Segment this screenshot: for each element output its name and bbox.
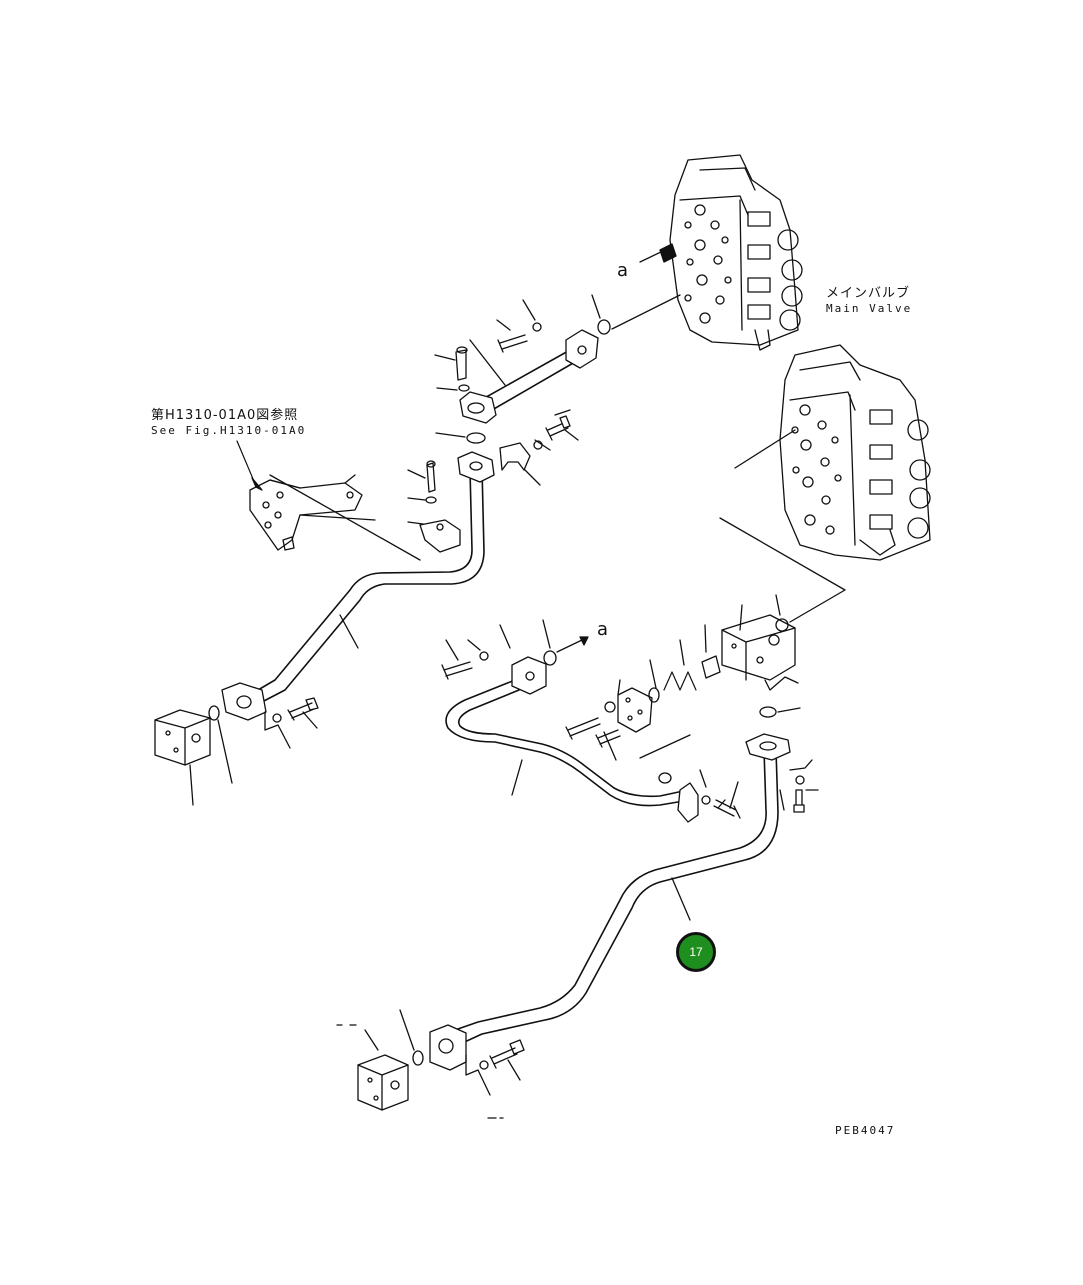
pipe-upper-short (434, 294, 611, 424)
block-left (154, 697, 319, 806)
bracket-see-fig (236, 440, 421, 561)
leader-a-upper (611, 294, 681, 330)
main-valve-upper (659, 154, 803, 351)
main-valve-label-en: Main Valve (826, 302, 913, 315)
clamp-parts-upper (407, 409, 579, 553)
pipe-s-left (221, 451, 495, 721)
reference-a-middle: a (597, 619, 609, 640)
callout-17[interactable]: 17 (676, 932, 716, 972)
main-valve-label-jp: メインバルブ (826, 286, 911, 301)
see-fig-label-jp: 第H1310-01A0図参照 (151, 408, 299, 423)
relief-valve-parts (565, 594, 801, 761)
callout-number: 17 (689, 945, 703, 959)
pipe-middle (441, 619, 741, 823)
block-bottom (336, 1009, 525, 1119)
main-valve-lower (779, 344, 931, 561)
see-fig-label-en: See Fig.H1310-01A0 (151, 424, 307, 437)
pipe-item-17 (429, 733, 819, 1071)
reference-a-upper: a (617, 260, 629, 281)
drawing-code: PEB4047 (835, 1124, 896, 1137)
